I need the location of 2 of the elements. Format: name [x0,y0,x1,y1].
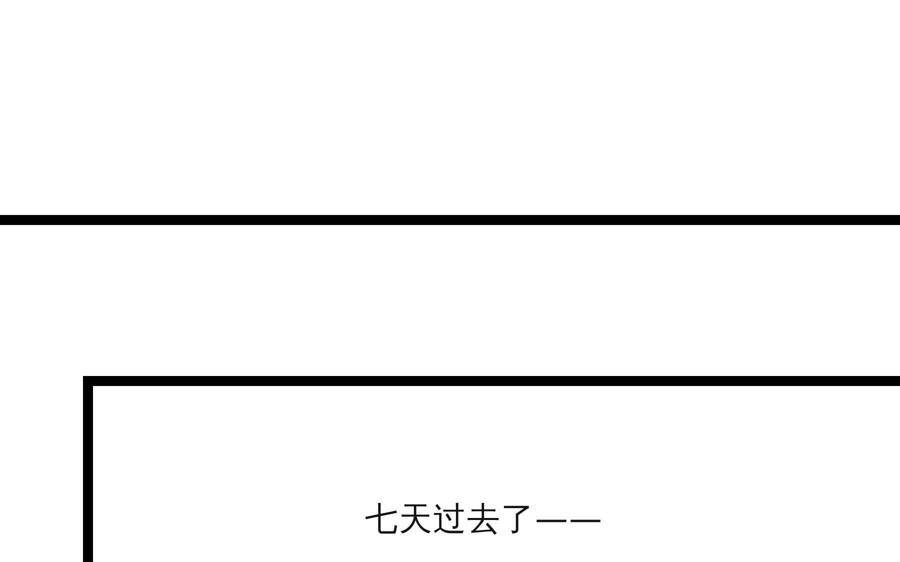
comic-panel [83,376,900,562]
narration-text: 七天过去了—— [365,498,603,540]
